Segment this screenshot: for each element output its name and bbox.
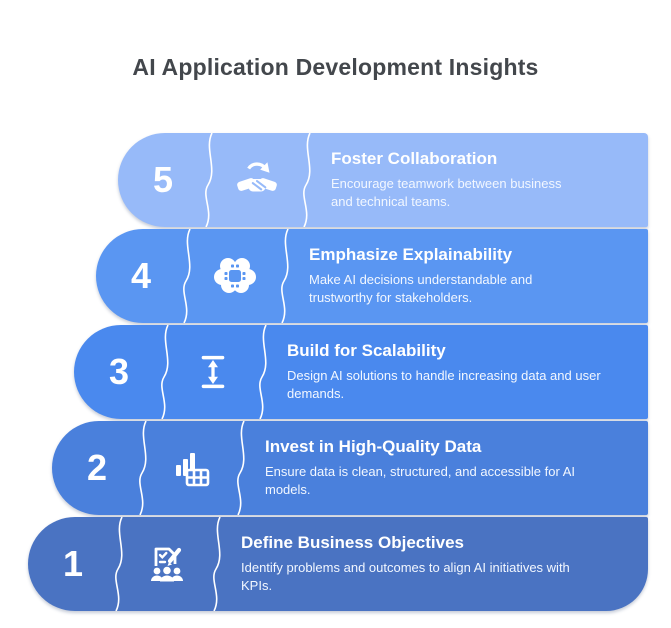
step-title: Define Business Objectives	[241, 533, 464, 553]
step-description: Make AI decisions understandable and tru…	[309, 272, 533, 305]
step-number: 4	[130, 255, 152, 296]
step-number-bubble: 2	[52, 421, 142, 515]
step-description: Design AI solutions to handle increasing…	[287, 368, 601, 401]
step-title: Emphasize Explainability	[309, 245, 513, 265]
step-description: Identify problems and outcomes to align …	[241, 560, 570, 593]
step-number: 5	[152, 159, 174, 200]
step-title: Invest in High-Quality Data	[265, 437, 482, 457]
page-title: AI Application Development Insights	[132, 54, 539, 80]
step-description: Ensure data is clean, structured, and ac…	[265, 464, 576, 497]
checklist-people-icon	[118, 517, 215, 611]
steps-staircase: 5 Foster Collaboration Encourage teamwor…	[0, 133, 671, 613]
step-title: Build for Scalability	[287, 341, 446, 361]
bar-chart-table-icon	[142, 421, 239, 515]
step-number-bubble: 1	[28, 517, 118, 611]
step-number-bubble: 5	[118, 133, 208, 227]
step-title: Foster Collaboration	[331, 149, 498, 169]
step-row-2: 2 Invest in H	[52, 421, 648, 515]
step-row-3: 3 Build for Scalability Design AI soluti…	[74, 325, 648, 419]
step-row-5: 5 Foster Collaboration Encourage teamwor…	[118, 133, 648, 227]
brain-chip-icon	[186, 229, 283, 323]
height-scale-icon	[164, 325, 261, 419]
step-number: 2	[86, 447, 108, 488]
step-number-bubble: 3	[74, 325, 164, 419]
step-number: 3	[108, 351, 130, 392]
step-number-bubble: 4	[96, 229, 186, 323]
step-number: 1	[62, 543, 84, 584]
handshake-refresh-icon	[208, 133, 305, 227]
step-description: Encourage teamwork between business and …	[331, 176, 562, 209]
step-row-1: 1	[28, 517, 648, 611]
step-row-4: 4	[96, 229, 648, 323]
